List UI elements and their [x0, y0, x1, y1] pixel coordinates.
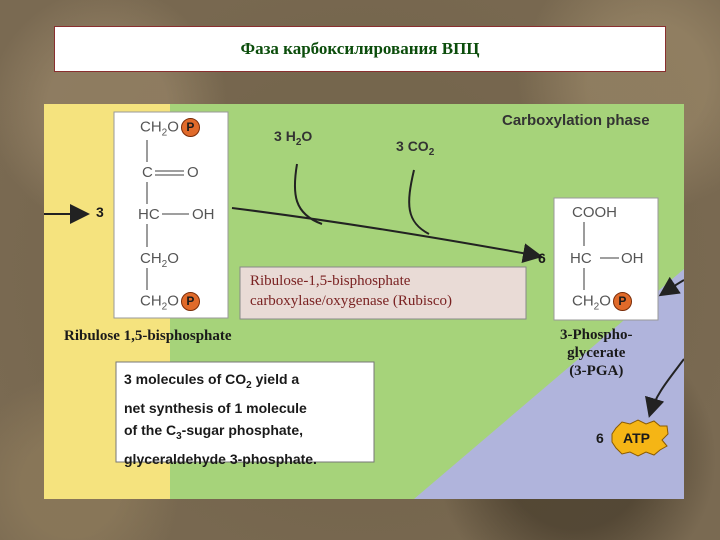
co2-coef: 3	[396, 138, 404, 154]
water-formula-main: H	[285, 128, 296, 144]
water-arrow	[293, 163, 323, 225]
regeneration-arrow	[658, 276, 684, 297]
pga-name: 3-Phospho- glycerate (3-PGA)	[560, 326, 633, 380]
slide-title: Фаза карбоксилирования ВПЦ	[54, 26, 666, 72]
co2-label: 3 CO2	[396, 138, 434, 158]
water-formula-sub: 2	[295, 136, 302, 148]
water-coef: 3	[274, 128, 282, 144]
pga-structure-box	[553, 197, 659, 321]
pga-name-line3: (3-PGA)	[569, 363, 624, 379]
note-box	[115, 361, 375, 463]
note-text: 3 molecules of CO2 yield a net synthesis…	[124, 368, 317, 470]
pga-line2-a: HC	[570, 250, 592, 267]
note-line1: 3 molecules of CO2 yield a	[124, 371, 300, 391]
pga-line1: COOH	[572, 204, 617, 221]
pga-name-line1: 3-Phospho-	[560, 327, 633, 343]
rubp-line2: C	[142, 164, 153, 181]
enzyme-box	[239, 266, 527, 320]
pga-bonds	[583, 222, 619, 290]
enzyme-line1: Ribulose-1,5-bisphosphate	[250, 273, 411, 289]
enzyme-label: Ribulose-1,5-bisphosphate carboxylase/ox…	[250, 271, 452, 311]
pga-line2-b: OH	[621, 250, 644, 267]
phosphate-icon: P	[612, 292, 632, 311]
rubp-line4: CH2O	[140, 250, 179, 270]
reduction-arrow	[645, 358, 684, 418]
atp-coef: 6	[596, 430, 604, 446]
enzyme-line2: carboxylase/oxygenase (Rubisco)	[250, 293, 453, 309]
rubp-line5-a: CH	[140, 292, 162, 310]
rubp-line1-a: CH	[140, 118, 162, 136]
phosphate-icon: P	[180, 118, 200, 137]
rubp-line5-sub: 2	[161, 301, 168, 313]
rubp-line4-sub: 2	[161, 259, 168, 270]
rubp-line2-oxygen: O	[187, 164, 199, 181]
co2-arrow	[408, 169, 430, 235]
pga-coef: 6	[538, 250, 546, 266]
rubp-line4-b: O	[167, 250, 179, 267]
rubp-bonds	[146, 140, 189, 290]
rubp-line3-a: HC	[138, 206, 160, 223]
rubp-structure-box	[113, 111, 229, 319]
water-formula-end: O	[301, 128, 313, 144]
rubp-line1-sub: 2	[161, 127, 168, 139]
pga-line3-b: O	[599, 292, 611, 310]
diagram-background	[44, 104, 684, 499]
rubp-name: Ribulose 1,5-bisphosphate	[64, 328, 232, 344]
atp-label: ATP	[623, 430, 650, 446]
note-line3: of the C3-sugar phosphate,	[124, 421, 304, 442]
pga-name-line2: glycerate	[567, 345, 626, 361]
water-label: 3 H2O	[274, 128, 312, 148]
rubp-line4-a: CH	[140, 250, 162, 267]
pga-line3-a: CH	[572, 292, 594, 310]
rubp-coef: 3	[96, 204, 104, 220]
phase-label: Carboxylation phase	[502, 112, 650, 129]
main-reaction-arrow	[231, 207, 543, 264]
pga-line3-sub: 2	[593, 301, 600, 313]
co2-formula-sub: 2	[428, 146, 435, 158]
rubp-line1-b: O	[167, 118, 179, 136]
atp-burst-icon	[611, 419, 669, 457]
note-line4: glyceraldehyde 3-phosphate.	[124, 450, 317, 467]
phosphate-icon: P	[180, 292, 200, 311]
co2-formula-main: CO	[407, 138, 429, 154]
note-line2: net synthesis of 1 molecule	[124, 399, 307, 416]
rubp-line3-b: OH	[192, 206, 215, 223]
rubp-line5-b: O	[167, 292, 179, 310]
